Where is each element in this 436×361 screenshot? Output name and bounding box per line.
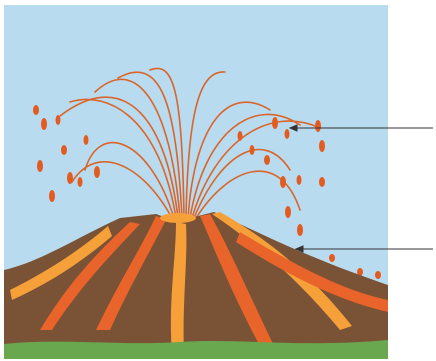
crater bbox=[160, 213, 196, 223]
